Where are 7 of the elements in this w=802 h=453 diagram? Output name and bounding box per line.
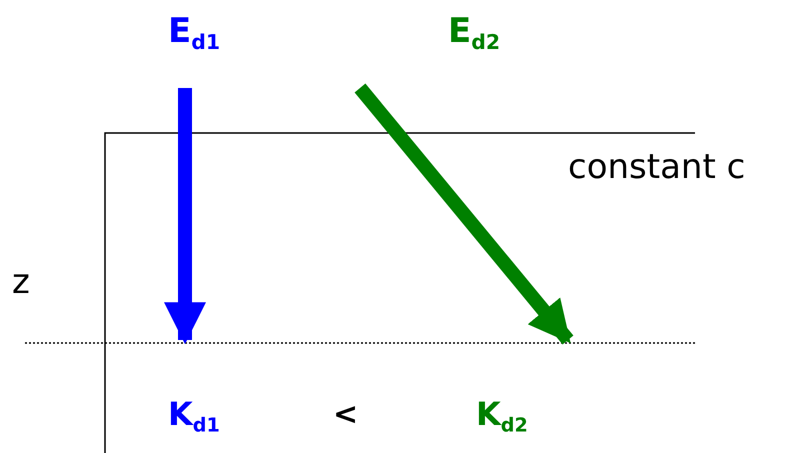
axis-label: z xyxy=(12,265,30,299)
symbol-label: K$_{d1}$ xyxy=(168,398,220,435)
depth-label: constant c xyxy=(568,150,746,184)
comparison-sign: < xyxy=(333,400,358,430)
symbol-label: E$_{d1}$ xyxy=(168,14,220,53)
symbol-label: E$_{d2}$ xyxy=(448,14,500,53)
symbol-label: K$_{d2}$ xyxy=(476,398,528,435)
